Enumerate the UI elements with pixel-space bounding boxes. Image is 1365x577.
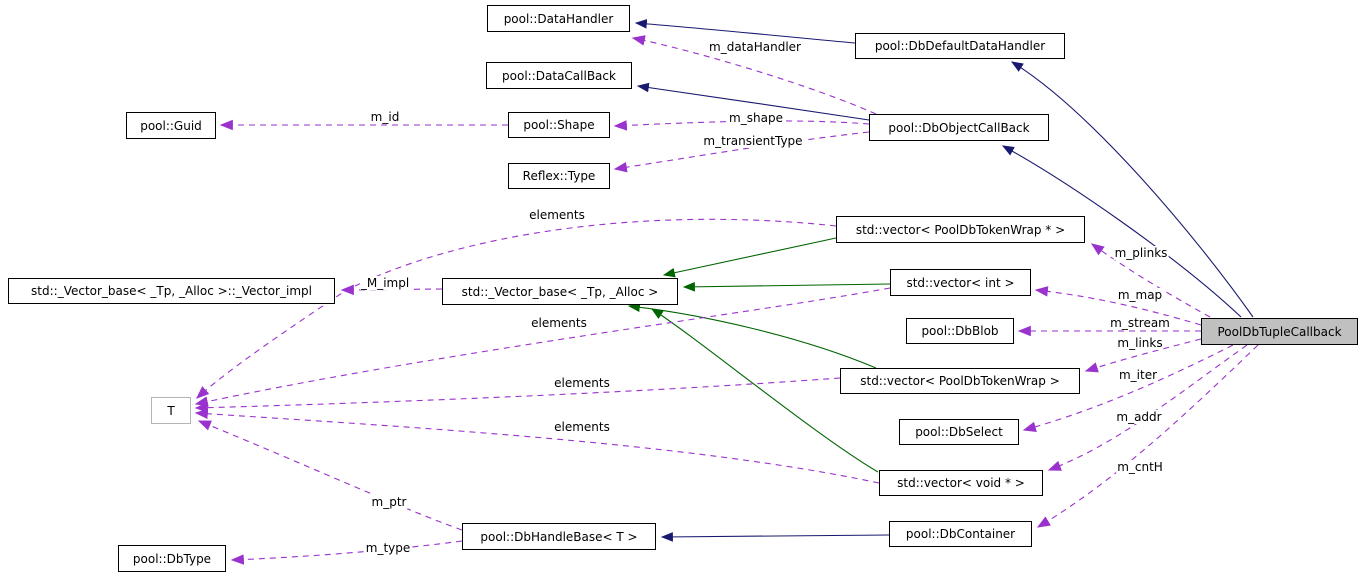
edge-usage-m-addr: [1047, 344, 1248, 471]
node-reflex-type[interactable]: Reflex::Type: [508, 163, 610, 189]
edge-label-usage-m-impl: _M_impl: [359, 276, 411, 290]
edge-usage-m-map: [1034, 286, 1202, 326]
edge-usage-elements-token: [194, 377, 841, 413]
node-pool-guid[interactable]: pool::Guid: [126, 112, 216, 139]
edge-inherit-vectoken-vectorbase: [627, 302, 877, 369]
edge-usage-m-iter: [1022, 344, 1234, 432]
node-pool-data-handler[interactable]: pool::DataHandler: [487, 5, 630, 32]
edge-inherit-vecvoid-vectorbase: [650, 308, 879, 473]
node-std-vector-base[interactable]: std::_Vector_base< _Tp, _Alloc >: [442, 278, 678, 305]
edge-inherit-dbobjectcallback-datacallback: [636, 82, 870, 121]
node-pool-db-blob[interactable]: pool::DbBlob: [906, 318, 1014, 344]
edge-label-usage-elements-int: elements: [530, 316, 588, 330]
node-std-vector-int[interactable]: std::vector< int >: [890, 269, 1031, 296]
edge-label-usage-m-addr: m_addr: [1115, 410, 1163, 424]
edge-label-usage-elements-token: elements: [553, 376, 611, 390]
edge-inherit-tuplecallback-dbobjectcallback: [1001, 145, 1242, 318]
edge-label-usage-m-map: m_map: [1116, 288, 1164, 302]
node-pool-shape[interactable]: pool::Shape: [508, 112, 610, 138]
node-pool-db-object-call-back[interactable]: pool::DbObjectCallBack: [869, 114, 1049, 141]
edge-usage-elements-tokenptr: [196, 218, 837, 399]
edge-label-usage-m-datahandler: m_dataHandler: [708, 40, 802, 54]
node-t-param: T: [151, 397, 191, 424]
edge-usage-elements-void: [194, 408, 880, 484]
node-pool-db-container[interactable]: pool::DbContainer: [889, 521, 1032, 547]
node-pool-db-default-data-handler[interactable]: pool::DbDefaultDataHandler: [855, 33, 1065, 59]
edge-inherit-dbdefault-datahandler: [634, 19, 856, 44]
edge-label-usage-m-iter: m_iter: [1117, 368, 1159, 382]
node-pool-data-call-back[interactable]: pool::DataCallBack: [486, 62, 632, 89]
node-pool-db-select[interactable]: pool::DbSelect: [899, 419, 1019, 445]
edge-inherit-tuplecallback-dbdefault: [1010, 61, 1254, 318]
edge-label-usage-elements-void: elements: [553, 420, 611, 434]
edge-usage-m-ptr: [197, 420, 463, 531]
edge-usage-elements-int: [194, 287, 891, 407]
node-pool-db-type[interactable]: pool::DbType: [118, 545, 226, 572]
node-std-vector-pooldbtokenwrap[interactable]: std::vector< PoolDbTokenWrap >: [840, 368, 1080, 394]
edge-label-usage-elements-tokenptr: elements: [528, 208, 586, 222]
node-pool-db-handle-base[interactable]: pool::DbHandleBase< T >: [462, 523, 656, 550]
edge-label-usage-m-ptr: m_ptr: [370, 495, 408, 509]
edge-usage-m-plinks: [1090, 243, 1211, 318]
edge-label-usage-m-cnth: m_cntH: [1116, 460, 1164, 474]
edge-usage-m-type: [230, 540, 463, 565]
node-std-vector-base-impl[interactable]: std::_Vector_base< _Tp, _Alloc >::_Vecto…: [8, 278, 335, 304]
edge-label-usage-m-transienttype: m_transientType: [702, 134, 804, 148]
edge-inherit-vecint-vectorbase: [682, 282, 891, 292]
edge-usage-m-links: [1084, 338, 1202, 373]
edge-inherit-dbcontainer-dbhandlebase: [660, 532, 890, 542]
edge-inherit-vectokenptr-vectorbase: [662, 237, 837, 278]
edge-label-usage-m-plinks: m_plinks: [1113, 246, 1169, 260]
edge-label-usage-m-stream: m_stream: [1109, 316, 1171, 330]
edge-label-usage-m-shape: m_shape: [728, 111, 784, 125]
edge-usage-m-transienttype: [613, 131, 870, 173]
edge-label-usage-m-id: m_id: [369, 110, 401, 124]
node-std-vector-pooldbtokenwrap-ptr[interactable]: std::vector< PoolDbTokenWrap * >: [836, 216, 1085, 243]
edge-label-usage-m-links: m_links: [1116, 336, 1164, 350]
node-pool-db-tuple-callback: PoolDbTupleCallback: [1201, 318, 1358, 345]
node-std-vector-void-ptr[interactable]: std::vector< void * >: [879, 470, 1043, 496]
edge-label-usage-m-type: m_type: [364, 541, 412, 555]
edge-usage-m-impl: [340, 284, 443, 296]
